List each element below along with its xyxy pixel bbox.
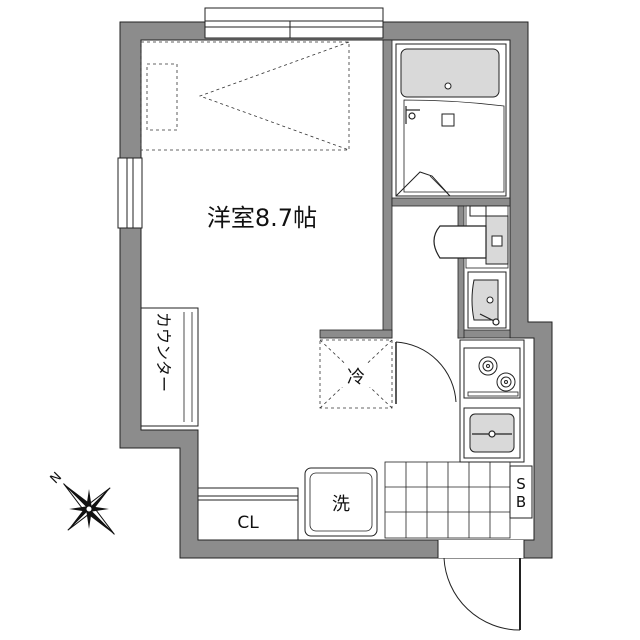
bathtub bbox=[400, 48, 500, 98]
interior-wall-vertical bbox=[382, 39, 393, 339]
entrance-opening bbox=[438, 540, 524, 558]
entrance-door-swing bbox=[443, 557, 521, 631]
basin-faucet-icon bbox=[479, 313, 500, 326]
loft-ladder-mark bbox=[198, 41, 350, 151]
left-window bbox=[117, 157, 143, 229]
compass-north-label: N bbox=[48, 470, 65, 487]
main-room-label: 洋室8.7帖 bbox=[207, 204, 317, 232]
closet bbox=[197, 487, 299, 541]
toilet-icon bbox=[433, 225, 487, 259]
loft-area bbox=[140, 41, 350, 151]
fridge-label: 冷 bbox=[347, 367, 365, 388]
interior-wall-bath-bottom bbox=[391, 197, 511, 207]
sink-faucet-icon bbox=[472, 430, 512, 438]
room-door bbox=[395, 341, 457, 403]
loft-hatch bbox=[146, 63, 178, 131]
shower-faucet-icon bbox=[405, 106, 420, 124]
switchboard bbox=[509, 465, 533, 519]
compass-icon bbox=[63, 483, 115, 535]
fridge-space bbox=[319, 339, 393, 409]
exterior-walls bbox=[119, 21, 553, 559]
closet-label: CL bbox=[237, 513, 259, 533]
washer-label: 洗 bbox=[332, 494, 350, 515]
bath-door bbox=[395, 171, 451, 197]
interior-wall-toilet-side bbox=[457, 205, 465, 339]
interior-wall-kitchen-top bbox=[457, 329, 511, 339]
counter-label: カウンター bbox=[154, 312, 173, 392]
stove-burner-icon bbox=[478, 356, 516, 392]
top-window bbox=[204, 7, 384, 39]
stove bbox=[463, 347, 521, 399]
interior-wall-room-stub bbox=[319, 329, 393, 339]
entrance-tiles bbox=[384, 461, 511, 539]
